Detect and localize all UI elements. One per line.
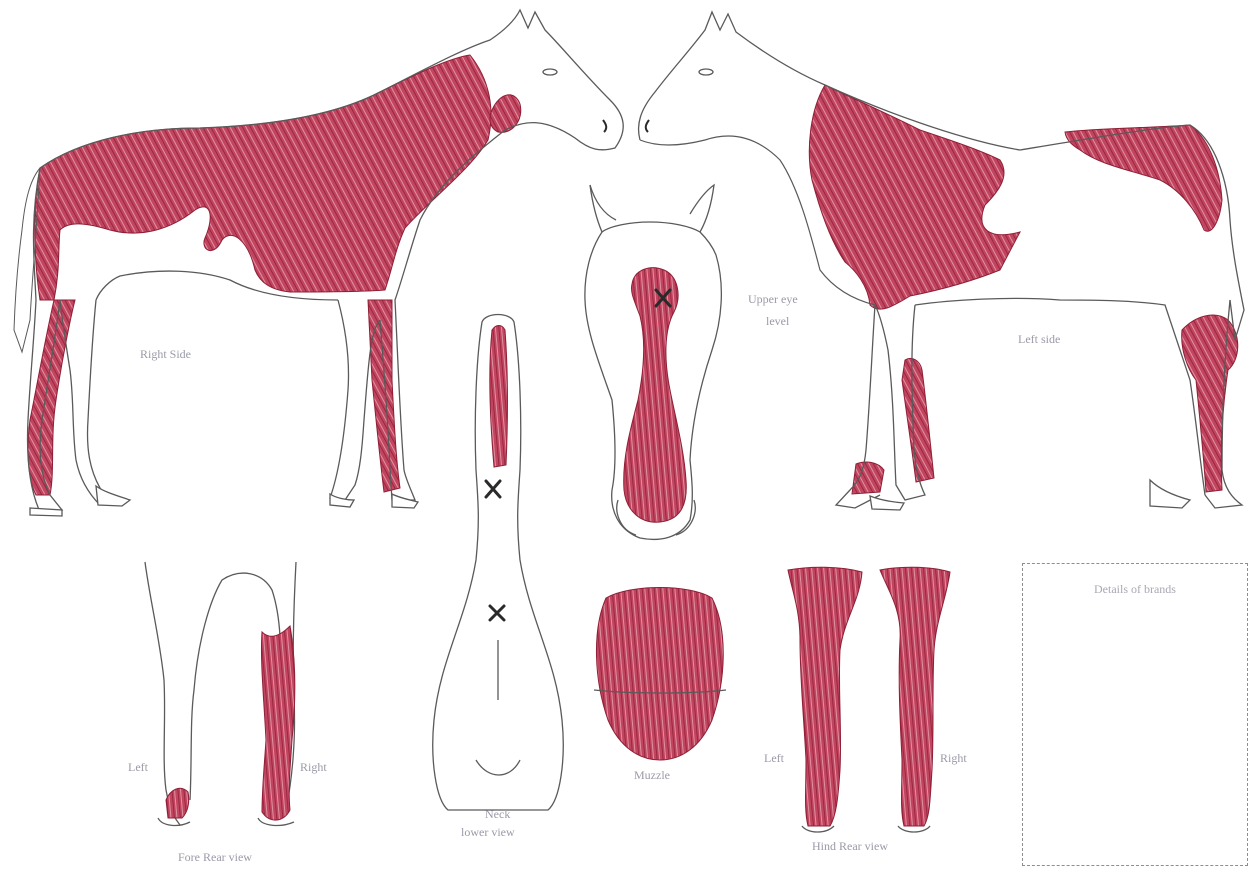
neck-marking: [490, 326, 508, 468]
label-hind-rear-view: Hind Rear view: [812, 839, 888, 853]
hind-rear-marking-left: [788, 567, 862, 826]
muzzle-view: [594, 588, 726, 761]
fore-rear-marking-left: [166, 788, 189, 818]
x-mark-neck-upper: [486, 481, 500, 497]
hind-rear-marking-right: [880, 567, 950, 826]
head-front-view: [585, 185, 721, 539]
left-side-marking-foreleg: [902, 358, 934, 482]
label-neck-line2: lower view: [461, 825, 515, 839]
brands-details-title: Details of brands: [1023, 582, 1247, 597]
left-side-horse: [639, 12, 1244, 510]
left-side-marking-foreleg-2: [852, 462, 884, 494]
brands-details-box: Details of brands: [1022, 563, 1248, 866]
label-upper-eye-level-line1: Upper eye: [748, 292, 798, 306]
label-neck-line1: Neck: [485, 807, 510, 821]
left-side-marking-hindleg: [1182, 315, 1238, 492]
label-hind-right: Right: [940, 751, 967, 765]
right-side-horse: [14, 10, 623, 516]
neck-lower-view: [433, 315, 563, 811]
hind-rear-view: [788, 567, 950, 832]
fore-rear-view: [145, 562, 296, 825]
right-side-marking-foreleg: [368, 300, 400, 492]
right-side-marking-chest-spot: [490, 95, 521, 133]
left-side-marking-rump: [1065, 125, 1222, 231]
label-fore-right: Right: [300, 760, 327, 774]
right-side-marking-body: [28, 55, 491, 495]
label-right-side: Right Side: [140, 347, 191, 361]
left-side-marking-withers: [809, 85, 1020, 309]
label-hind-left: Left: [764, 751, 785, 765]
label-fore-rear-view: Fore Rear view: [178, 850, 252, 864]
label-fore-left: Left: [128, 760, 149, 774]
label-muzzle: Muzzle: [634, 768, 670, 782]
label-left-side: Left side: [1018, 332, 1060, 346]
x-mark-neck-lower: [490, 606, 504, 620]
fore-rear-marking-right: [261, 626, 294, 820]
label-upper-eye-level-line2: level: [766, 314, 790, 328]
muzzle-marking: [596, 588, 723, 761]
